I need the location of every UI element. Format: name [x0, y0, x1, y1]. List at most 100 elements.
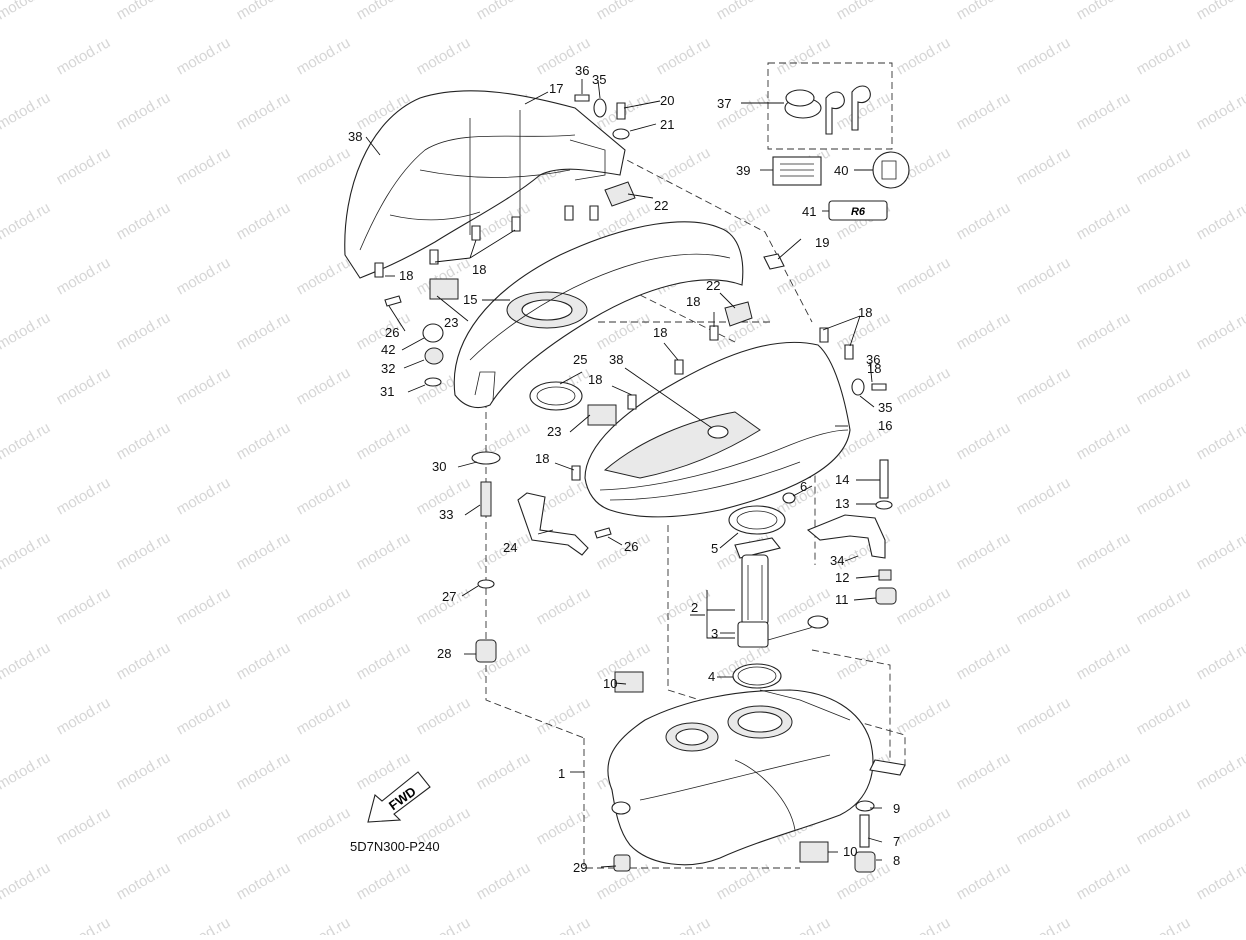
watermark-text: motod.ru [354, 419, 414, 463]
watermark-text: motod.ru [114, 639, 174, 683]
watermark-text: motod.ru [0, 859, 53, 903]
callout-number: 37 [717, 96, 731, 111]
watermark-text: motod.ru [774, 34, 834, 78]
watermark-text: motod.ru [294, 254, 354, 298]
watermark-text: motod.ru [1074, 749, 1134, 793]
watermark-text: motod.ru [1134, 694, 1194, 738]
watermark-text: motod.ru [954, 89, 1014, 133]
watermark-text: motod.ru [894, 914, 954, 935]
callout-number: 39 [736, 163, 750, 178]
watermark-text: motod.ru [114, 89, 174, 133]
watermark-text: motod.ru [954, 859, 1014, 903]
watermark-text: motod.ru [1014, 584, 1074, 628]
watermark-text: motod.ru [654, 914, 714, 935]
watermark-text: motod.ru [294, 34, 354, 78]
watermark-text: motod.ru [0, 309, 53, 353]
watermark-text: motod.ru [954, 639, 1014, 683]
watermark-text: motod.ru [714, 859, 774, 903]
callout-number: 42 [381, 342, 395, 357]
callout-number: 16 [878, 418, 892, 433]
watermark-text: motod.ru [1014, 34, 1074, 78]
watermark-text: motod.ru [1014, 914, 1074, 935]
watermark-text: motod.ru [54, 694, 114, 738]
watermark-text: motod.ru [1014, 804, 1074, 848]
callout-number: 26 [385, 325, 399, 340]
watermark-text: motod.ru [114, 859, 174, 903]
watermark-text: motod.ru [594, 309, 654, 353]
callout-number: 17 [549, 81, 563, 96]
callout-number: 20 [660, 93, 674, 108]
callout-number: 22 [706, 278, 720, 293]
callout-number: 29 [573, 860, 587, 875]
callout-number: 25 [573, 352, 587, 367]
callout-number: 15 [463, 292, 477, 307]
callout-number: 10 [843, 844, 857, 859]
watermark-text: motod.ru [54, 34, 114, 78]
watermark-text: motod.ru [534, 694, 594, 738]
watermark-text: motod.ru [0, 419, 53, 463]
watermark-text: motod.ru [234, 309, 294, 353]
callout-number: 23 [547, 424, 561, 439]
watermark-text: motod.ru [234, 199, 294, 243]
watermark-text: motod.ru [1194, 639, 1246, 683]
watermark-text: motod.ru [1074, 859, 1134, 903]
callout-number: 5 [711, 541, 718, 556]
callout-number: 38 [609, 352, 623, 367]
watermark-text: motod.ru [294, 804, 354, 848]
callout-number: 4 [708, 669, 715, 684]
watermark-text: motod.ru [954, 749, 1014, 793]
callout-number: 36 [575, 63, 589, 78]
watermark-text: motod.ru [474, 0, 534, 23]
watermark-text: motod.ru [54, 474, 114, 518]
watermark-text: motod.ru [354, 529, 414, 573]
callout-number: 18 [653, 325, 667, 340]
watermark-text: motod.ru [894, 34, 954, 78]
watermark-text: motod.ru [954, 529, 1014, 573]
watermark-text: motod.ru [234, 419, 294, 463]
watermark-text: motod.ru [294, 694, 354, 738]
watermark-text: motod.ru [414, 34, 474, 78]
watermark-text: motod.ru [54, 804, 114, 848]
watermark-text: motod.ru [1194, 859, 1246, 903]
callout-number: 21 [660, 117, 674, 132]
watermark-text: motod.ru [234, 89, 294, 133]
watermark-text: motod.ru [474, 749, 534, 793]
watermark-text: motod.ru [1014, 364, 1074, 408]
watermark-text: motod.ru [0, 529, 53, 573]
watermark-text: motod.ru [834, 0, 894, 23]
callout-number: 24 [503, 540, 517, 555]
callout-number: 18 [858, 305, 872, 320]
watermark-text: motod.ru [234, 639, 294, 683]
watermark-text: motod.ru [174, 34, 234, 78]
watermark-text: motod.ru [294, 584, 354, 628]
watermark-text: motod.ru [1194, 89, 1246, 133]
watermark-text: motod.ru [54, 914, 114, 935]
callout-number: 18 [472, 262, 486, 277]
watermark-text: motod.ru [654, 144, 714, 188]
watermark-text: motod.ru [1134, 144, 1194, 188]
watermark-text: motod.ru [174, 364, 234, 408]
callout-number: 32 [381, 361, 395, 376]
watermark-text: motod.ru [1194, 0, 1246, 23]
watermark-text: motod.ru [954, 419, 1014, 463]
callout-number: 31 [380, 384, 394, 399]
watermark-text: motod.ru [0, 639, 53, 683]
watermark-text: motod.ru [1074, 419, 1134, 463]
callout-number: 18 [399, 268, 413, 283]
callout-number: 18 [535, 451, 549, 466]
watermark-text: motod.ru [1014, 474, 1074, 518]
watermark-text: motod.ru [174, 694, 234, 738]
watermark-text: motod.ru [1074, 89, 1134, 133]
watermark-text: motod.ru [1134, 584, 1194, 628]
callout-number: 22 [654, 198, 668, 213]
watermark-text: motod.ru [654, 34, 714, 78]
callout-number: 27 [442, 589, 456, 604]
callout-number: 11 [835, 592, 849, 607]
watermark-text: motod.ru [174, 804, 234, 848]
callout-number: 18 [686, 294, 700, 309]
callout-number: 35 [592, 72, 606, 87]
callout-number: 26 [624, 539, 638, 554]
watermark-text: motod.ru [774, 254, 834, 298]
watermark-text: motod.ru [834, 639, 894, 683]
